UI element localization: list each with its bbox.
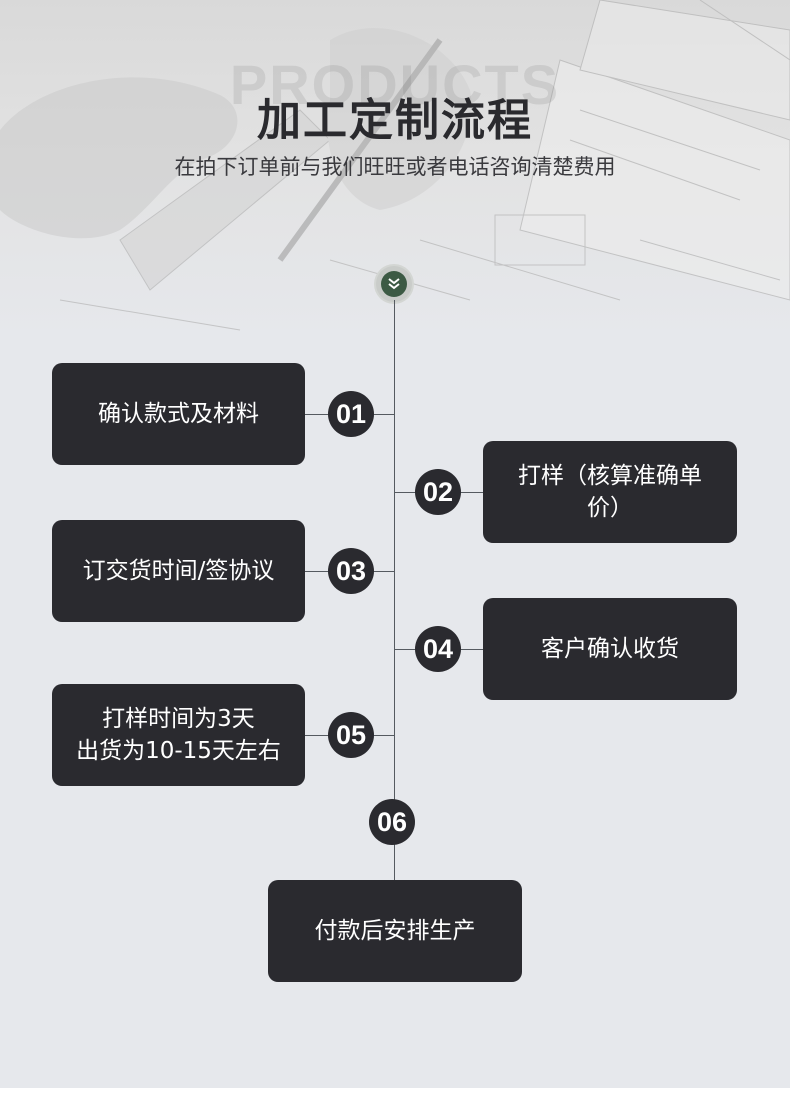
step-number-01: 01 (328, 391, 374, 437)
step-label-04: 客户确认收货 (541, 633, 679, 665)
step-number-03: 03 (328, 548, 374, 594)
step-box-03: 订交货时间/签协议 (52, 520, 305, 622)
step-number-02: 02 (415, 469, 461, 515)
page-subtitle: 在拍下订单前与我们旺旺或者电话咨询清楚费用 (0, 151, 790, 181)
step-label-06: 付款后安排生产 (315, 915, 476, 947)
bottom-divider (0, 1088, 790, 1097)
step-number-06: 06 (369, 799, 415, 845)
step-number-05: 05 (328, 712, 374, 758)
step-label-02: 打样（核算准确单 价） (518, 460, 702, 524)
step-number-04: 04 (415, 626, 461, 672)
timeline-start-node (376, 266, 412, 302)
step-label-05: 打样时间为3天 出货为10-15天左右 (76, 703, 281, 767)
step-box-05: 打样时间为3天 出货为10-15天左右 (52, 684, 305, 786)
step-label-03: 订交货时间/签协议 (83, 555, 275, 587)
double-chevron-down-icon (383, 273, 405, 295)
step-box-02: 打样（核算准确单 价） (483, 441, 737, 543)
page-title: 加工定制流程 (0, 84, 790, 148)
step-box-04: 客户确认收货 (483, 598, 737, 700)
timeline-line (394, 300, 395, 882)
step-box-06: 付款后安排生产 (268, 880, 522, 982)
step-label-01: 确认款式及材料 (98, 398, 259, 430)
step-box-01: 确认款式及材料 (52, 363, 305, 465)
